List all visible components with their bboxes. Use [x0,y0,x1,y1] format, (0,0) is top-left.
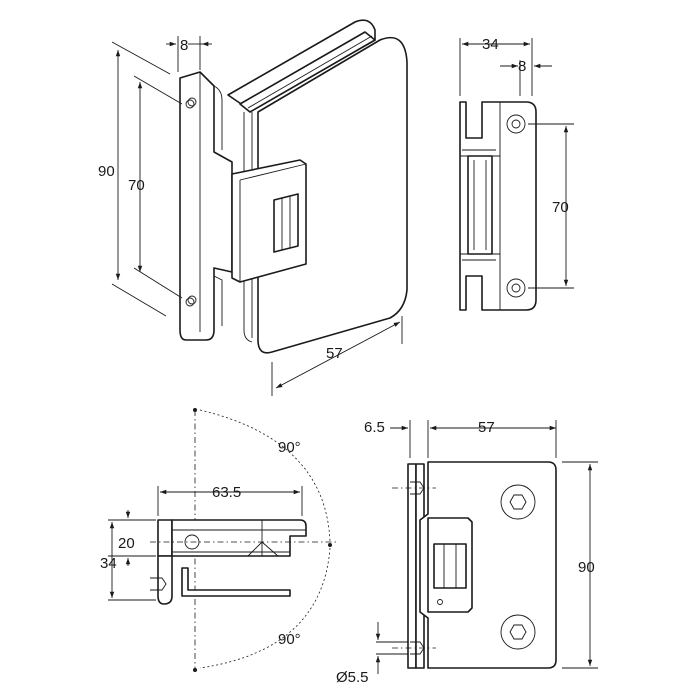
isometric-view: 8 90 70 57 [98,19,408,396]
dim-iso-height-outer: 90 [98,163,115,180]
front-bolt-top [500,484,536,520]
front-bolt-bottom [500,614,536,650]
side-profile [459,101,537,311]
dim-iso-length: 57 [326,345,343,362]
hinge-knuckle [231,159,307,283]
front-clamp-plate [419,461,557,669]
side-hole-top [506,114,526,134]
top-glass-swing [181,567,291,597]
top-view: 90° 90° 63.5 20 34 [100,408,336,672]
side-hole-bottom [506,278,526,298]
dim-iso-height-inner: 70 [128,177,145,194]
hinge-slot [273,193,299,253]
wall-plate-hole-top [185,99,195,109]
top-clamp [171,519,307,557]
top-pivot [184,534,200,550]
dim-front-hole-dia: Ø5.5 [336,669,369,686]
dim-iso-width: 8 [180,37,188,54]
dim-side-flange: 8 [518,58,526,75]
dim-front-offset: 6.5 [364,419,385,436]
dim-angle-upper: 90° [278,439,301,456]
dim-front-height: 90 [578,559,595,576]
dim-angle-lower: 90° [278,631,301,648]
dim-top-depth-outer: 34 [100,555,117,572]
clamp-plate [257,36,408,354]
dim-side-width: 34 [482,36,499,53]
glass-panel-edge [239,31,376,113]
top-wall-plate [157,519,173,557]
dim-side-hole-spacing: 70 [552,199,569,216]
dim-top-depth-inner: 20 [118,535,135,552]
wall-plate-hole-bottom [185,297,195,307]
front-view: 6.5 57 90 Ø5.5 [336,419,598,686]
front-wall-plate [407,463,417,669]
dim-front-width: 57 [478,419,495,436]
side-view: 34 8 70 [459,36,574,311]
dim-top-length: 63.5 [212,484,241,501]
front-slot [433,543,467,589]
glass-panel-back [227,19,376,111]
